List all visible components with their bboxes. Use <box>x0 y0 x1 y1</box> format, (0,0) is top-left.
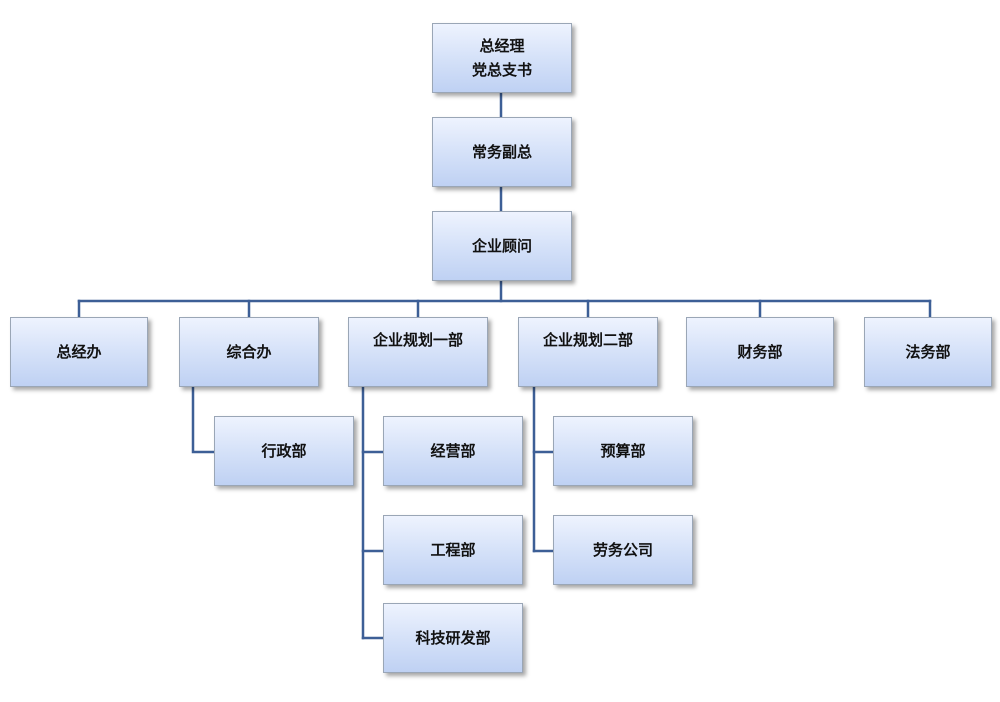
labor-company-label: 劳务公司 <box>592 541 653 559</box>
planning-dept-2-label: 企业规划二部 <box>542 331 633 349</box>
gm-office-label: 总经办 <box>56 343 102 361</box>
box-rnd-dept: 科技研发部 <box>383 603 523 673</box>
planning-dept-1-label: 企业规划一部 <box>372 331 463 349</box>
box-budget-dept: 预算部 <box>553 416 693 486</box>
box-labor-company: 劳务公司 <box>553 515 693 585</box>
box-gm-office: 总经办 <box>10 317 148 387</box>
box-general-office: 综合办 <box>179 317 319 387</box>
box-executive-deputy: 常务副总 <box>432 117 572 187</box>
admin-dept-label: 行政部 <box>261 442 307 460</box>
general-office-label: 综合办 <box>226 343 272 361</box>
box-planning-dept-1: 企业规划一部 <box>348 317 488 387</box>
box-finance-dept: 财务部 <box>686 317 834 387</box>
box-operations-dept: 经营部 <box>383 416 523 486</box>
rnd-dept-label: 科技研发部 <box>415 629 491 647</box>
general-manager-title: 总经理 <box>479 37 525 55</box>
box-admin-dept: 行政部 <box>214 416 354 486</box>
operations-dept-label: 经营部 <box>430 442 476 460</box>
enterprise-advisor-label: 企业顾问 <box>471 237 532 255</box>
box-planning-dept-2: 企业规划二部 <box>518 317 658 387</box>
box-general-manager: 总经理 党总支书 <box>432 23 572 93</box>
finance-dept-label: 财务部 <box>737 343 783 361</box>
engineering-dept-label: 工程部 <box>430 541 476 559</box>
box-enterprise-advisor: 企业顾问 <box>432 211 572 281</box>
budget-dept-label: 预算部 <box>600 442 646 460</box>
box-legal-dept: 法务部 <box>864 317 992 387</box>
executive-deputy-label: 常务副总 <box>471 143 532 161</box>
box-engineering-dept: 工程部 <box>383 515 523 585</box>
party-secretary-title: 党总支书 <box>471 61 532 79</box>
connector-general-admin <box>191 385 216 454</box>
legal-dept-label: 法务部 <box>905 343 951 361</box>
